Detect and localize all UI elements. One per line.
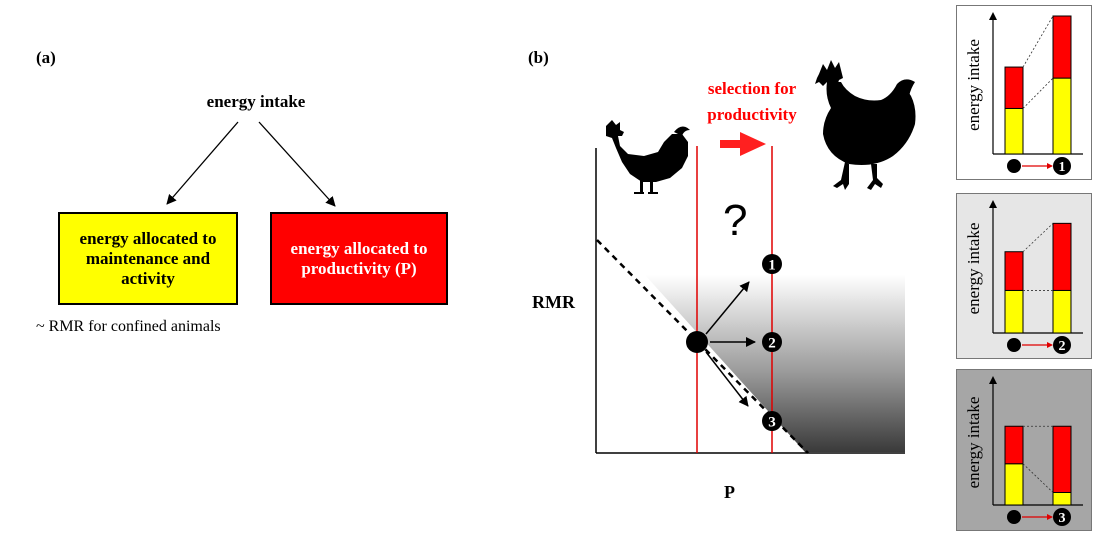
after-maintenance-bar xyxy=(1052,77,1072,155)
after-productivity-bar xyxy=(1052,15,1072,79)
side-panel-y-label: energy intake xyxy=(964,39,983,131)
rmr-p-plot: 1 2 3 xyxy=(595,132,905,454)
connector-mid xyxy=(1022,77,1054,109)
after-maintenance-bar xyxy=(1052,289,1072,334)
side-panel-2: energy intake 2 xyxy=(956,193,1092,359)
selection-arrow-head xyxy=(740,132,766,156)
side-panel-3-chart: energy intake 3 xyxy=(964,376,1083,526)
tradeoff-line xyxy=(596,239,809,454)
start-dot xyxy=(1007,338,1021,352)
panel-b-label: (b) xyxy=(528,48,549,67)
before-maintenance-bar xyxy=(1004,463,1024,506)
arrow-outcome-3 xyxy=(705,351,749,407)
shaded-region xyxy=(645,275,905,452)
selection-label-line1: selection for xyxy=(707,79,797,98)
outcome-marker xyxy=(1053,508,1071,526)
selection-label-line2: productivity xyxy=(707,105,797,124)
panel-a-label: (a) xyxy=(36,48,56,67)
side-panel-1-chart: energy intake 1 xyxy=(964,12,1083,175)
arrow-to-maintenance xyxy=(166,121,239,205)
outcome-marker xyxy=(1053,157,1071,175)
panel-a-arrows xyxy=(166,121,336,207)
start-dot xyxy=(1007,510,1021,524)
arrow-outcome-1 xyxy=(705,281,750,335)
side-panel-y-label: energy intake xyxy=(964,223,983,315)
maintenance-box: energy allocated to maintenance and acti… xyxy=(58,212,238,305)
before-maintenance-bar xyxy=(1004,107,1024,155)
side-panel-2-chart: energy intake 2 xyxy=(964,200,1083,354)
y-axis-label: RMR xyxy=(532,292,575,312)
selection-label: selection for productivity xyxy=(672,76,832,128)
after-productivity-bar xyxy=(1052,425,1072,493)
x-axis-label: P xyxy=(724,482,735,502)
before-productivity-bar xyxy=(1004,251,1024,291)
initial-point xyxy=(686,331,708,353)
outcome-3-number: 3 xyxy=(768,415,776,431)
side-panel-3: energy intake 3 xyxy=(956,369,1092,531)
outcome-1-number: 1 xyxy=(768,258,776,274)
after-productivity-bar xyxy=(1052,222,1072,291)
outcome-number: 3 xyxy=(1059,511,1066,526)
rmr-note: ~ RMR for confined animals xyxy=(36,318,221,335)
outcome-3-marker: 3 xyxy=(762,411,782,431)
outcome-1-marker: 1 xyxy=(762,254,782,274)
outcome-number: 2 xyxy=(1059,339,1066,354)
ancestral-chicken-icon xyxy=(606,120,690,194)
connector-top xyxy=(1022,15,1054,68)
outcome-number: 1 xyxy=(1059,160,1066,175)
outcome-marker xyxy=(1053,336,1071,354)
broiler-chicken-icon xyxy=(815,60,916,190)
energy-intake-heading: energy intake xyxy=(206,92,306,111)
outcome-2-number: 2 xyxy=(768,336,776,352)
selection-arrow-shaft xyxy=(720,140,740,148)
after-maintenance-bar xyxy=(1052,492,1072,506)
before-productivity-bar xyxy=(1004,66,1024,109)
before-maintenance-bar xyxy=(1004,289,1024,334)
outcome-2-marker: 2 xyxy=(762,332,782,352)
side-panel-1: energy intake 1 xyxy=(956,5,1092,180)
arrow-to-productivity xyxy=(258,121,336,207)
start-dot xyxy=(1007,159,1021,173)
side-panel-y-label: energy intake xyxy=(964,397,983,489)
connector-top xyxy=(1022,223,1054,253)
before-productivity-bar xyxy=(1004,425,1024,465)
question-mark: ? xyxy=(723,196,748,245)
connector-mid xyxy=(1022,463,1054,493)
productivity-box: energy allocated to productivity (P) xyxy=(270,212,448,305)
